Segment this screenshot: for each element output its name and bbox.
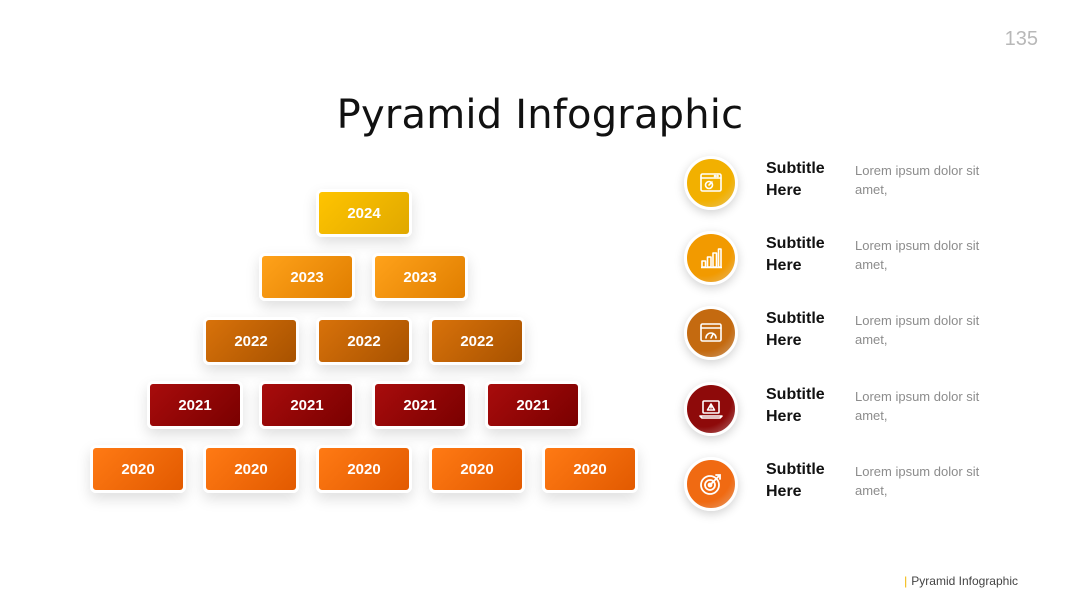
bar-chart-icon (701, 248, 722, 269)
pyramid-brick[interactable]: 2020 (203, 445, 299, 493)
feature-icon-circle (684, 156, 738, 210)
pyramid-brick[interactable]: 2023 (372, 253, 468, 301)
feature-text: Lorem ipsum dolor sit amet, (855, 389, 980, 423)
pyramid-brick[interactable]: 2022 (429, 317, 525, 365)
feature-icon-circle (684, 382, 738, 436)
pyramid-brick[interactable]: 2020 (316, 445, 412, 493)
pyramid-brick[interactable]: 2020 (90, 445, 186, 493)
speedometer-window-icon (700, 323, 722, 342)
feature-text: Lorem ipsum dolor sit amet, (855, 238, 980, 272)
feature-subtitle: Subtitle Here (766, 461, 825, 500)
pyramid-brick[interactable]: 2021 (485, 381, 581, 429)
feature-text: Lorem ipsum dolor sit amet, (855, 313, 980, 347)
footer: |Pyramid Infographic (904, 574, 1018, 588)
pyramid-brick[interactable]: 2020 (429, 445, 525, 493)
pyramid-brick[interactable]: 2021 (147, 381, 243, 429)
feature-item: Subtitle Here Lorem ipsum dolor sit amet… (684, 306, 1064, 362)
pyramid: 2024 2023 2023 2022 2022 2022 2021 2021 … (90, 189, 638, 493)
page-number: 135 (1004, 28, 1038, 50)
pyramid-brick[interactable]: 2023 (259, 253, 355, 301)
feature-subtitle: Subtitle Here (766, 235, 825, 274)
page-title: Pyramid Infographic (336, 92, 744, 138)
feature-text: Lorem ipsum dolor sit amet, (855, 464, 980, 498)
feature-item: Subtitle Here Lorem ipsum dolor sit amet… (684, 457, 1064, 513)
footer-label: Pyramid Infographic (911, 574, 1018, 588)
browser-chart-icon (700, 173, 722, 192)
pyramid-brick[interactable]: 2021 (372, 381, 468, 429)
feature-subtitle: Subtitle Here (766, 160, 825, 199)
feature-icon-circle (684, 231, 738, 285)
pyramid-brick[interactable]: 2020 (542, 445, 638, 493)
feature-icon-circle (684, 457, 738, 511)
feature-icon-circle (684, 306, 738, 360)
feature-item: Subtitle Here Lorem ipsum dolor sit amet… (684, 231, 1064, 287)
feature-subtitle: Subtitle Here (766, 386, 825, 425)
laptop-warning-icon (699, 400, 723, 419)
feature-subtitle: Subtitle Here (766, 310, 825, 349)
pyramid-brick[interactable]: 2022 (203, 317, 299, 365)
feature-text: Lorem ipsum dolor sit amet, (855, 163, 980, 197)
feature-item: Subtitle Here Lorem ipsum dolor sit amet… (684, 156, 1064, 212)
target-icon (700, 474, 721, 495)
footer-accent-bar: | (904, 574, 908, 588)
pyramid-brick[interactable]: 2022 (316, 317, 412, 365)
feature-item: Subtitle Here Lorem ipsum dolor sit amet… (684, 382, 1064, 438)
pyramid-brick[interactable]: 2024 (316, 189, 412, 237)
pyramid-brick[interactable]: 2021 (259, 381, 355, 429)
